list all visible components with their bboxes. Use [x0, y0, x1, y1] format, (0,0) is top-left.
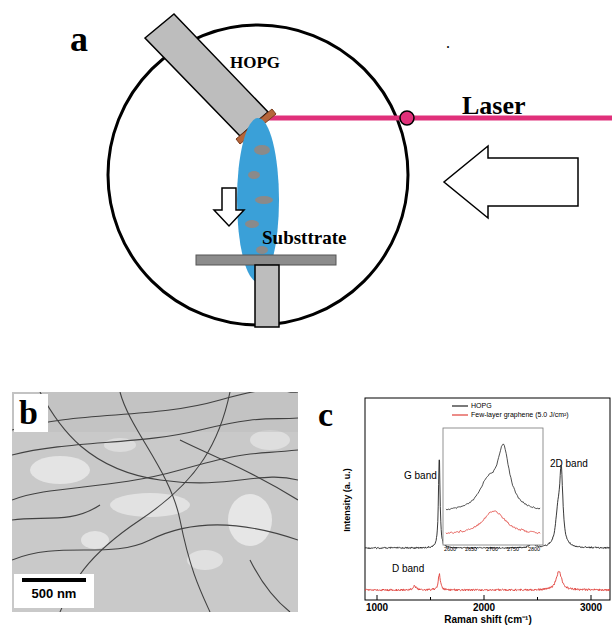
scale-bar-box	[14, 574, 94, 608]
legend: HOPGFew-layer graphene (5.0 J/cm²)	[452, 402, 569, 420]
graphene-spectrum	[365, 571, 610, 591]
substrate-plate	[196, 255, 336, 265]
laser-arrow	[444, 146, 578, 218]
legend-item: HOPG	[452, 402, 569, 411]
target-holder	[145, 14, 268, 136]
scale-label: 500 nm	[32, 587, 77, 601]
legend-text: Few-layer graphene (5.0 J/cm²)	[471, 411, 569, 420]
inset-graphene-spectrum	[446, 511, 540, 534]
motion-arrow	[214, 188, 244, 226]
tick-label: 3000	[580, 602, 602, 613]
legend-line	[452, 412, 468, 418]
inset-tick-label: 2800	[528, 546, 540, 552]
peak-label: D band	[392, 563, 424, 574]
flake	[255, 196, 273, 204]
peak-label: G band	[404, 470, 437, 481]
peak-label: 2D band	[550, 458, 588, 469]
inset-tick-label: 2700	[486, 546, 498, 552]
substrate-stand	[255, 265, 279, 327]
part-name: Laser	[462, 92, 526, 121]
legend-text: HOPG	[471, 402, 492, 411]
legend-item: Few-layer graphene (5.0 J/cm²)	[452, 411, 569, 420]
plot-frame	[365, 398, 610, 600]
inset-hopg-spectrum	[446, 444, 540, 510]
laser-beam	[255, 116, 612, 121]
panel-label-box	[14, 394, 48, 432]
flake	[248, 171, 260, 179]
panel-label: b	[19, 394, 38, 431]
scale-bar	[22, 578, 86, 582]
inset-tick-label: 2750	[507, 546, 519, 552]
window-port	[400, 111, 414, 125]
inset-tick-label: 2600	[444, 546, 456, 552]
tick-label: 2000	[473, 602, 495, 613]
panel-label: c	[318, 396, 333, 433]
axis-ticks	[377, 595, 591, 600]
flake	[245, 220, 259, 228]
axis-title: Raman shift (cm⁻¹)	[444, 614, 531, 625]
stray-mark: .	[446, 34, 450, 52]
tem-image	[12, 392, 298, 612]
inset-frame	[443, 428, 543, 545]
inset-tick-label: 2650	[465, 546, 477, 552]
flake	[254, 145, 270, 155]
part-name: HOPG	[230, 54, 280, 73]
panel-label: a	[70, 20, 88, 60]
axis-title: Intensity (a. u.)	[343, 468, 353, 532]
legend-line	[452, 403, 468, 409]
part-name: Substtrate	[262, 228, 346, 249]
tick-label: 1000	[366, 602, 388, 613]
